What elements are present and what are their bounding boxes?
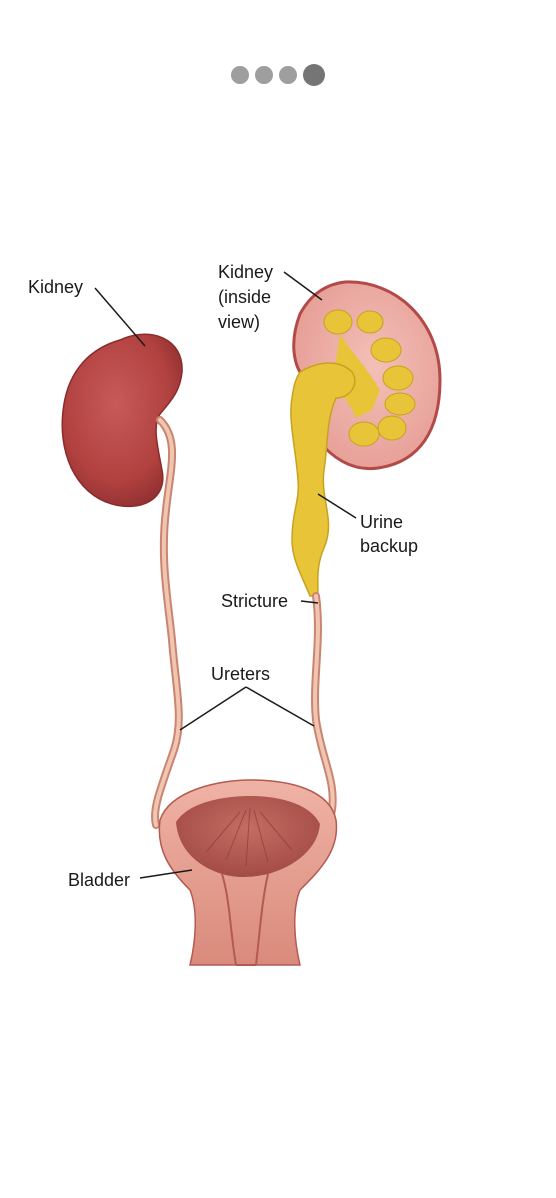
- left-kidney: [61, 333, 183, 508]
- pager-dot-2[interactable]: [255, 66, 273, 84]
- label-urine-line1: Urine: [360, 512, 403, 532]
- label-ureters: Ureters: [211, 664, 270, 684]
- label-bladder: Bladder: [68, 870, 130, 890]
- pager-dot-3[interactable]: [279, 66, 297, 84]
- leader-lines: [94, 271, 357, 879]
- urine-backup: [290, 362, 356, 597]
- label-stricture: Stricture: [221, 591, 288, 611]
- pager-dot-1[interactable]: [231, 66, 249, 84]
- pager-dot-4-active[interactable]: [303, 64, 325, 86]
- label-kidney-inside-line2: (inside: [218, 287, 271, 307]
- label-kidney: Kidney: [28, 277, 83, 297]
- bladder: [158, 779, 338, 966]
- left-ureter: [151, 416, 183, 829]
- label-urine-line2: backup: [360, 536, 418, 556]
- image-pager: [0, 64, 556, 86]
- label-kidney-inside-line3: view): [218, 312, 260, 332]
- label-kidney-inside-line1: Kidney: [218, 262, 273, 282]
- right-kidney-inside-view: [292, 280, 442, 471]
